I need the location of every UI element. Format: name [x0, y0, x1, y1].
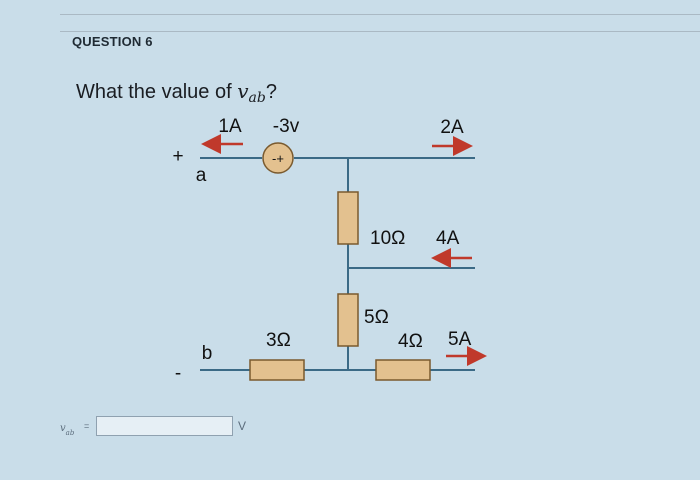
prompt-variable-subscript: ab: [248, 90, 266, 106]
label-resistor-4: 4Ω: [398, 331, 423, 352]
resistor-5-ohm: [337, 293, 359, 347]
resistor-10-ohm: [337, 191, 359, 245]
label-source-current: 1A: [218, 116, 242, 137]
label-resistor-10: 10Ω: [370, 228, 405, 249]
question-header: QUESTION 6: [72, 34, 153, 49]
label-terminal-a-polarity: +: [172, 146, 183, 167]
voltage-source-signs: -+: [272, 151, 284, 166]
prompt-prefix: What the value of: [76, 81, 238, 103]
label-terminal-b-polarity: -: [175, 363, 181, 384]
question-prompt: What the value of vab?: [76, 79, 277, 106]
answer-variable-subscript: ab: [65, 429, 75, 437]
label-terminal-a: a: [196, 165, 207, 186]
label-bottom-right-current: 5A: [448, 329, 472, 350]
resistor-4-ohm: [375, 359, 431, 381]
prompt-variable: v: [237, 79, 249, 103]
top-rule: [60, 14, 700, 15]
label-resistor-5: 5Ω: [364, 307, 389, 328]
answer-label: vab: [60, 423, 74, 437]
answer-variable: v: [60, 423, 66, 434]
label-top-right-current: 2A: [440, 117, 464, 138]
label-middle-current: 4A: [436, 228, 460, 249]
resistor-3-ohm: [249, 359, 305, 381]
answer-equals: =: [84, 421, 90, 431]
answer-input[interactable]: [96, 416, 233, 436]
prompt-suffix: ?: [265, 81, 277, 103]
header-rule: [60, 31, 700, 32]
label-resistor-3: 3Ω: [266, 330, 291, 351]
label-terminal-b: b: [202, 343, 213, 364]
voltage-source: [262, 142, 294, 174]
answer-unit: V: [238, 419, 247, 433]
label-source-voltage: -3v: [273, 116, 300, 137]
